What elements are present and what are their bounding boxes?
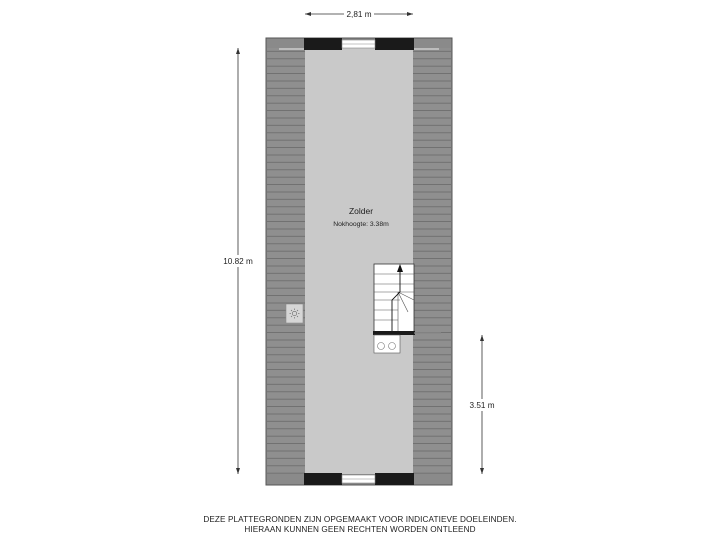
dimension-section-label: 3.51 m bbox=[469, 401, 494, 410]
wall-bottom-right bbox=[375, 473, 414, 485]
room-name: Zolder bbox=[349, 206, 373, 216]
dimension-length-label: 10.82 m bbox=[223, 257, 253, 266]
dimension-width-label: 2,81 m bbox=[346, 10, 371, 19]
roof-slope-right bbox=[413, 48, 451, 474]
wall-top-left bbox=[304, 38, 342, 50]
disclaimer: DEZE PLATTEGRONDEN ZIJN OPGEMAAKT VOOR I… bbox=[0, 515, 720, 535]
floor-edge-left bbox=[279, 48, 305, 50]
floor-edge-right bbox=[413, 48, 439, 50]
wall-top-right bbox=[375, 38, 414, 50]
dimension-length bbox=[220, 48, 256, 474]
wall-stair bbox=[373, 331, 415, 335]
dimension-section bbox=[465, 335, 499, 474]
disclaimer-line-2: HIERAAN KUNNEN GEEN RECHTEN WORDEN ONTLE… bbox=[244, 525, 476, 534]
roof-slope-left bbox=[267, 48, 305, 474]
room-ridge-height: Nokhoogte: 3.38m bbox=[333, 221, 389, 228]
disclaimer-line-1: DEZE PLATTEGRONDEN ZIJN OPGEMAAKT VOOR I… bbox=[203, 515, 517, 524]
dimension-width bbox=[305, 8, 413, 20]
stair-landing bbox=[373, 334, 401, 354]
skylight-icon bbox=[285, 303, 304, 324]
staircase-icon bbox=[373, 263, 415, 333]
sun-icon bbox=[289, 308, 300, 319]
wall-bottom-left bbox=[304, 473, 342, 485]
room-floor bbox=[305, 48, 413, 474]
